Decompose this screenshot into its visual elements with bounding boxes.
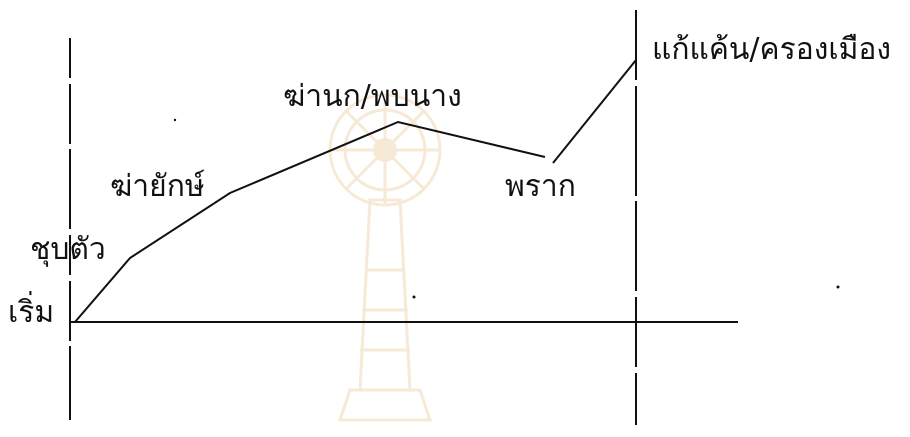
stray-dot: [836, 285, 840, 289]
plot-progression-line: [74, 120, 546, 323]
university-seal-watermark: [328, 93, 442, 422]
label-resolution: แก้แค้น/ครองเมือง: [652, 32, 892, 67]
plot-rise-line: [552, 59, 637, 164]
label-kill-bird-meet-lady: ฆ่านก/พบนาง: [283, 79, 462, 114]
stray-dot: [173, 118, 177, 122]
label-rebirth: ชุบตัว: [30, 232, 106, 267]
label-separation: พราก: [505, 169, 576, 204]
label-start: เริ่ม: [8, 295, 55, 330]
label-kill-giant: ฆ่ายักษ์: [110, 169, 205, 204]
stray-dot: [412, 295, 416, 299]
